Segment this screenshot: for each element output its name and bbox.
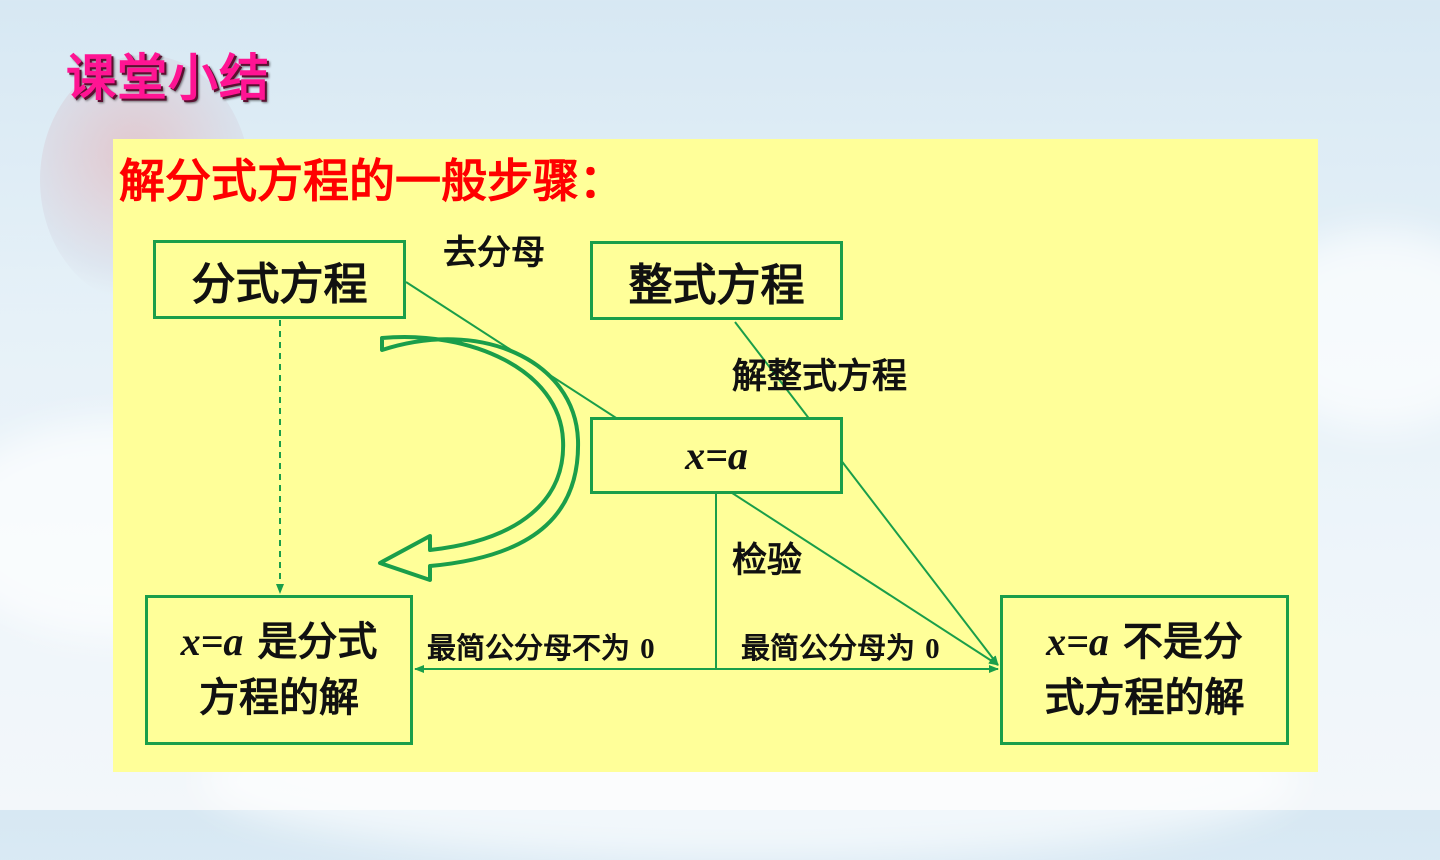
label-lcd-nonzero: 最简公分母不为 0 — [427, 625, 655, 667]
label-lcd-zero-num: 0 — [925, 633, 940, 665]
not-solution-text1: 不是分 — [1122, 619, 1243, 665]
not-solution-box: x=a 不是分 式方程的解 — [1000, 595, 1289, 745]
diagonal-arrow-from-integral — [734, 321, 999, 666]
label-lcd-nonzero-num: 0 — [640, 633, 655, 665]
fractional-equation-box: 分式方程 — [153, 240, 406, 319]
flow-connectors — [276, 281, 999, 673]
slide-title: 课堂小结 — [66, 49, 270, 107]
solution-box: x=a — [590, 417, 843, 494]
is-solution-text1: 是分式 — [257, 619, 378, 665]
not-solution-var: x=a — [1046, 619, 1109, 664]
panel-heading: 解分式方程的一般步骤： — [119, 154, 625, 208]
solution-var: x=a — [685, 433, 748, 478]
curved-hollow-arrow — [378, 335, 581, 582]
label-lcd-zero: 最简公分母为 0 — [741, 625, 940, 667]
is-solution-text2: 方程的解 — [198, 675, 359, 721]
label-clear-denominator: 去分母 — [443, 233, 545, 273]
is-solution-box: x=a 是分式 方程的解 — [145, 595, 413, 745]
integral-equation-box: 整式方程 — [590, 241, 843, 320]
label-lcd-zero-text: 最简公分母为 — [741, 631, 916, 665]
label-lcd-nonzero-text: 最简公分母不为 — [427, 631, 631, 665]
fractional-equation-text: 分式方程 — [191, 258, 368, 310]
label-solve-integral: 解整式方程 — [732, 357, 908, 397]
integral-equation-text: 整式方程 — [628, 259, 805, 311]
label-check: 检验 — [732, 541, 803, 581]
is-solution-var: x=a — [180, 619, 244, 664]
not-solution-text2: 式方程的解 — [1044, 675, 1245, 721]
